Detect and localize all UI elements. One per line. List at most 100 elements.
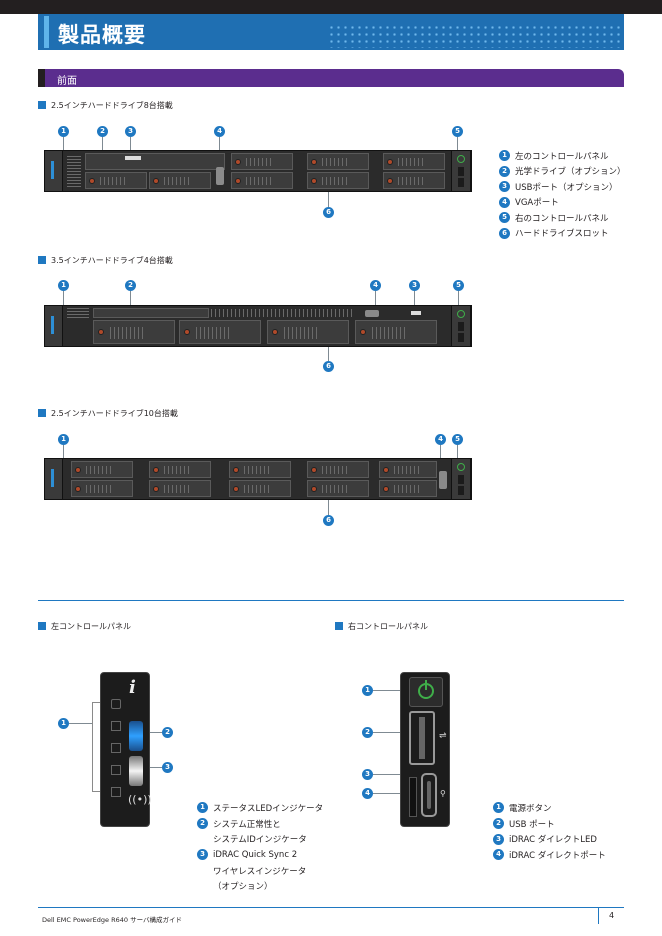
power-icon <box>457 310 465 318</box>
drive-slot <box>93 320 175 344</box>
view3-callout: 4 <box>435 434 446 445</box>
drive-slot <box>379 461 437 478</box>
right-panel-callout: 1 <box>362 685 373 696</box>
view2-callout: 1 <box>58 280 69 291</box>
footer-divider <box>38 907 624 908</box>
drive-slot <box>229 461 291 478</box>
drive-slot <box>179 320 261 344</box>
left-control-panel <box>45 306 63 346</box>
right-control-panel-detail: ⇌ ⚲ <box>400 672 450 827</box>
view3-callout: 1 <box>58 434 69 445</box>
drive-slot <box>307 153 369 170</box>
server-4-drive <box>44 305 472 347</box>
idrac-direct-port[interactable] <box>421 773 437 817</box>
drive-slot <box>149 480 211 497</box>
power-icon <box>457 463 465 471</box>
vga-port <box>216 167 224 185</box>
drive-slot <box>229 480 291 497</box>
square-bullet-icon <box>38 101 46 109</box>
view3-label: 2.5インチハードドライブ10台搭載 <box>38 408 178 419</box>
drive-slot <box>383 153 445 170</box>
view3-callout: 5 <box>452 434 463 445</box>
drive-status-icon <box>111 699 121 709</box>
view2-callout: 4 <box>370 280 381 291</box>
right-panel-callout: 3 <box>362 769 373 780</box>
view1-callout: 3 <box>125 126 136 137</box>
drive-slot <box>383 172 445 189</box>
power-button[interactable] <box>409 677 443 707</box>
legend-item-continued: ワイヤレスインジケータ <box>213 866 307 877</box>
right-panel-heading: 右コントロールパネル <box>335 621 428 632</box>
view2-callout: 3 <box>409 280 420 291</box>
left-control-panel-detail: i ((•)) <box>100 672 152 827</box>
drive-slot <box>149 172 211 189</box>
drive-slot <box>231 153 293 170</box>
drive-slot <box>267 320 349 344</box>
electrical-icon <box>111 743 121 753</box>
drive-slot <box>307 461 369 478</box>
square-bullet-icon <box>38 622 46 630</box>
drive-slot <box>307 172 369 189</box>
left-panel-heading: 左コントロールパネル <box>38 621 131 632</box>
vga-port <box>365 310 379 317</box>
drive-slot <box>355 320 437 344</box>
square-bullet-icon <box>38 409 46 417</box>
page-number: 4 <box>598 908 624 924</box>
wireless-icon: ((•)) <box>128 793 152 806</box>
idrac-direct-led <box>409 777 417 817</box>
left-control-panel <box>45 459 63 499</box>
left-control-panel <box>45 151 63 191</box>
drive-slot <box>149 461 211 478</box>
right-control-panel <box>451 306 471 346</box>
quick-sync-indicator <box>129 756 143 786</box>
right-panel-callout: 2 <box>362 727 373 738</box>
section-bar <box>38 69 624 87</box>
usb-icon <box>411 311 421 315</box>
left-panel-callout: 1 <box>58 718 69 729</box>
view1-callout: 1 <box>58 126 69 137</box>
view1-callout: 4 <box>214 126 225 137</box>
usb-icon <box>125 156 141 160</box>
top-bar <box>0 0 662 14</box>
right-control-panel <box>451 151 471 191</box>
drive-slot <box>71 480 133 497</box>
wrench-icon: ⚲ <box>440 789 446 798</box>
usb-port[interactable] <box>409 711 435 765</box>
view2-callout: 6 <box>323 361 334 372</box>
dot-pattern <box>328 24 620 48</box>
drive-slot <box>307 480 369 497</box>
section-accent <box>38 69 45 87</box>
right-control-panel <box>451 459 471 499</box>
legend-item-continued: システムIDインジケータ <box>213 835 307 846</box>
square-bullet-icon <box>335 622 343 630</box>
legend-item-continued: （オプション） <box>213 882 273 893</box>
view2-callout: 5 <box>453 280 464 291</box>
square-bullet-icon <box>38 256 46 264</box>
server-8-drive <box>44 150 472 192</box>
view1-callout: 2 <box>97 126 108 137</box>
left-panel-callout: 2 <box>162 727 173 738</box>
memory-icon <box>111 787 121 797</box>
usb-icon: ⇌ <box>439 731 447 741</box>
right-panel-callout: 4 <box>362 788 373 799</box>
title-accent <box>44 16 49 48</box>
temperature-icon <box>111 721 121 731</box>
left-panel-callout: 3 <box>162 762 173 773</box>
view1-callout: 5 <box>452 126 463 137</box>
section-divider <box>38 600 624 601</box>
server-10-drive <box>44 458 472 500</box>
view3-callout: 6 <box>323 515 334 526</box>
health-id-indicator[interactable] <box>129 721 143 751</box>
